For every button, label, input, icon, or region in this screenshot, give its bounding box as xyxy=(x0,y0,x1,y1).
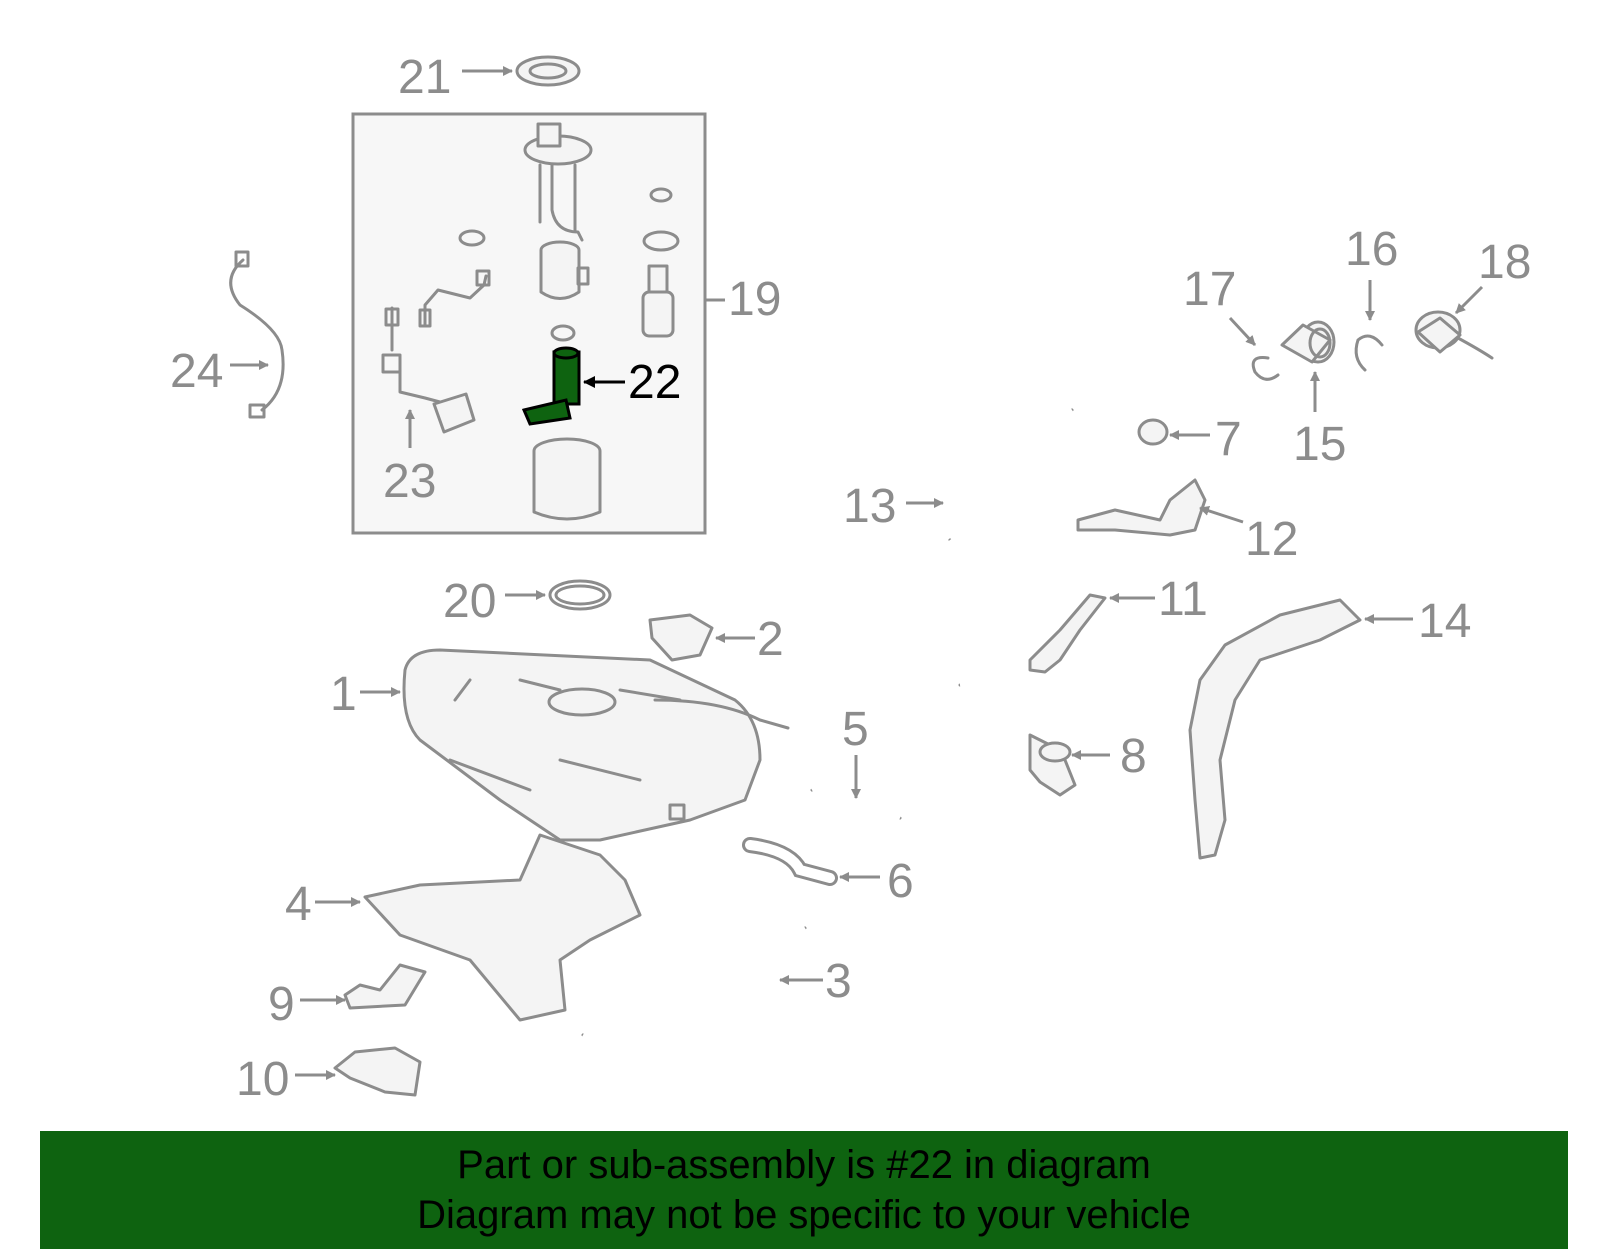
callout-13[interactable]: 13 xyxy=(843,480,896,533)
callout-9[interactable]: 9 xyxy=(268,978,295,1031)
banner-line-1: Part or sub-assembly is #22 in diagram xyxy=(457,1143,1151,1187)
callout-24[interactable]: 24 xyxy=(170,345,223,398)
o-ring-mid xyxy=(642,230,680,252)
callout-15[interactable]: 15 xyxy=(1293,418,1346,471)
part-17-clip[interactable] xyxy=(1251,356,1280,381)
callout-3[interactable]: 3 xyxy=(825,955,852,1008)
callout-20[interactable]: 20 xyxy=(443,575,496,628)
part-15-filler-tube[interactable] xyxy=(1280,320,1336,364)
info-banner: Part or sub-assembly is #22 in diagram D… xyxy=(40,1131,1568,1249)
callout-17[interactable]: 17 xyxy=(1183,263,1236,316)
o-ring-pump xyxy=(550,324,576,342)
part-13-breather-tube[interactable] xyxy=(902,408,1074,598)
part-24-vent-hose[interactable] xyxy=(229,250,285,419)
part-4-heat-shield[interactable] xyxy=(363,833,642,1022)
callout-12[interactable]: 12 xyxy=(1245,513,1298,566)
callout-22[interactable]: 22 xyxy=(628,356,681,409)
part-21-seal-ring[interactable] xyxy=(515,55,581,87)
pump-flange xyxy=(523,122,593,242)
o-ring-small xyxy=(458,229,486,247)
callout-5[interactable]: 5 xyxy=(842,703,869,756)
part-22-fuel-pump[interactable] xyxy=(521,346,581,426)
part-9-bracket[interactable] xyxy=(343,963,427,1010)
wire-harness xyxy=(418,269,491,328)
banner-line-2: Diagram may not be specific to your vehi… xyxy=(417,1193,1191,1237)
part-8-housing[interactable] xyxy=(1028,733,1077,797)
callout-7[interactable]: 7 xyxy=(1215,413,1242,466)
callout-11[interactable]: 11 xyxy=(1158,573,1208,626)
callout-14[interactable]: 14 xyxy=(1418,595,1471,648)
pump-housing xyxy=(532,437,602,521)
part-16-clip[interactable] xyxy=(1354,334,1384,372)
part-6-hose[interactable] xyxy=(742,837,838,886)
part-12-filler-bracket[interactable] xyxy=(1076,478,1207,537)
o-ring-top xyxy=(649,187,673,203)
callout-6[interactable]: 6 xyxy=(887,855,914,908)
part-20-gasket[interactable] xyxy=(548,579,612,611)
part-2-protector[interactable] xyxy=(648,613,714,662)
part-11-bracket[interactable] xyxy=(1028,593,1107,674)
callout-2[interactable]: 2 xyxy=(757,613,784,666)
callout-1[interactable]: 1 xyxy=(330,668,357,721)
part-7-filler-neck[interactable] xyxy=(958,418,1169,689)
callout-19[interactable]: 19 xyxy=(728,273,781,326)
callout-10[interactable]: 10 xyxy=(236,1053,289,1106)
callout-18[interactable]: 18 xyxy=(1478,236,1531,289)
callout-16[interactable]: 16 xyxy=(1345,223,1398,276)
callout-4[interactable]: 4 xyxy=(285,878,312,931)
part-18-fuel-cap[interactable] xyxy=(1414,310,1494,360)
pressure-regulator xyxy=(641,264,675,338)
callout-21[interactable]: 21 xyxy=(398,51,451,104)
fuel-filter-cartridge xyxy=(539,240,590,300)
part-14-filler-protector[interactable] xyxy=(1188,598,1362,860)
part-23-sender-gauge[interactable] xyxy=(381,306,476,434)
callout-8[interactable]: 8 xyxy=(1120,730,1147,783)
callout-23[interactable]: 23 xyxy=(383,455,436,508)
part-10-bracket[interactable] xyxy=(333,1046,422,1097)
part-1-fuel-tank[interactable] xyxy=(402,648,790,842)
